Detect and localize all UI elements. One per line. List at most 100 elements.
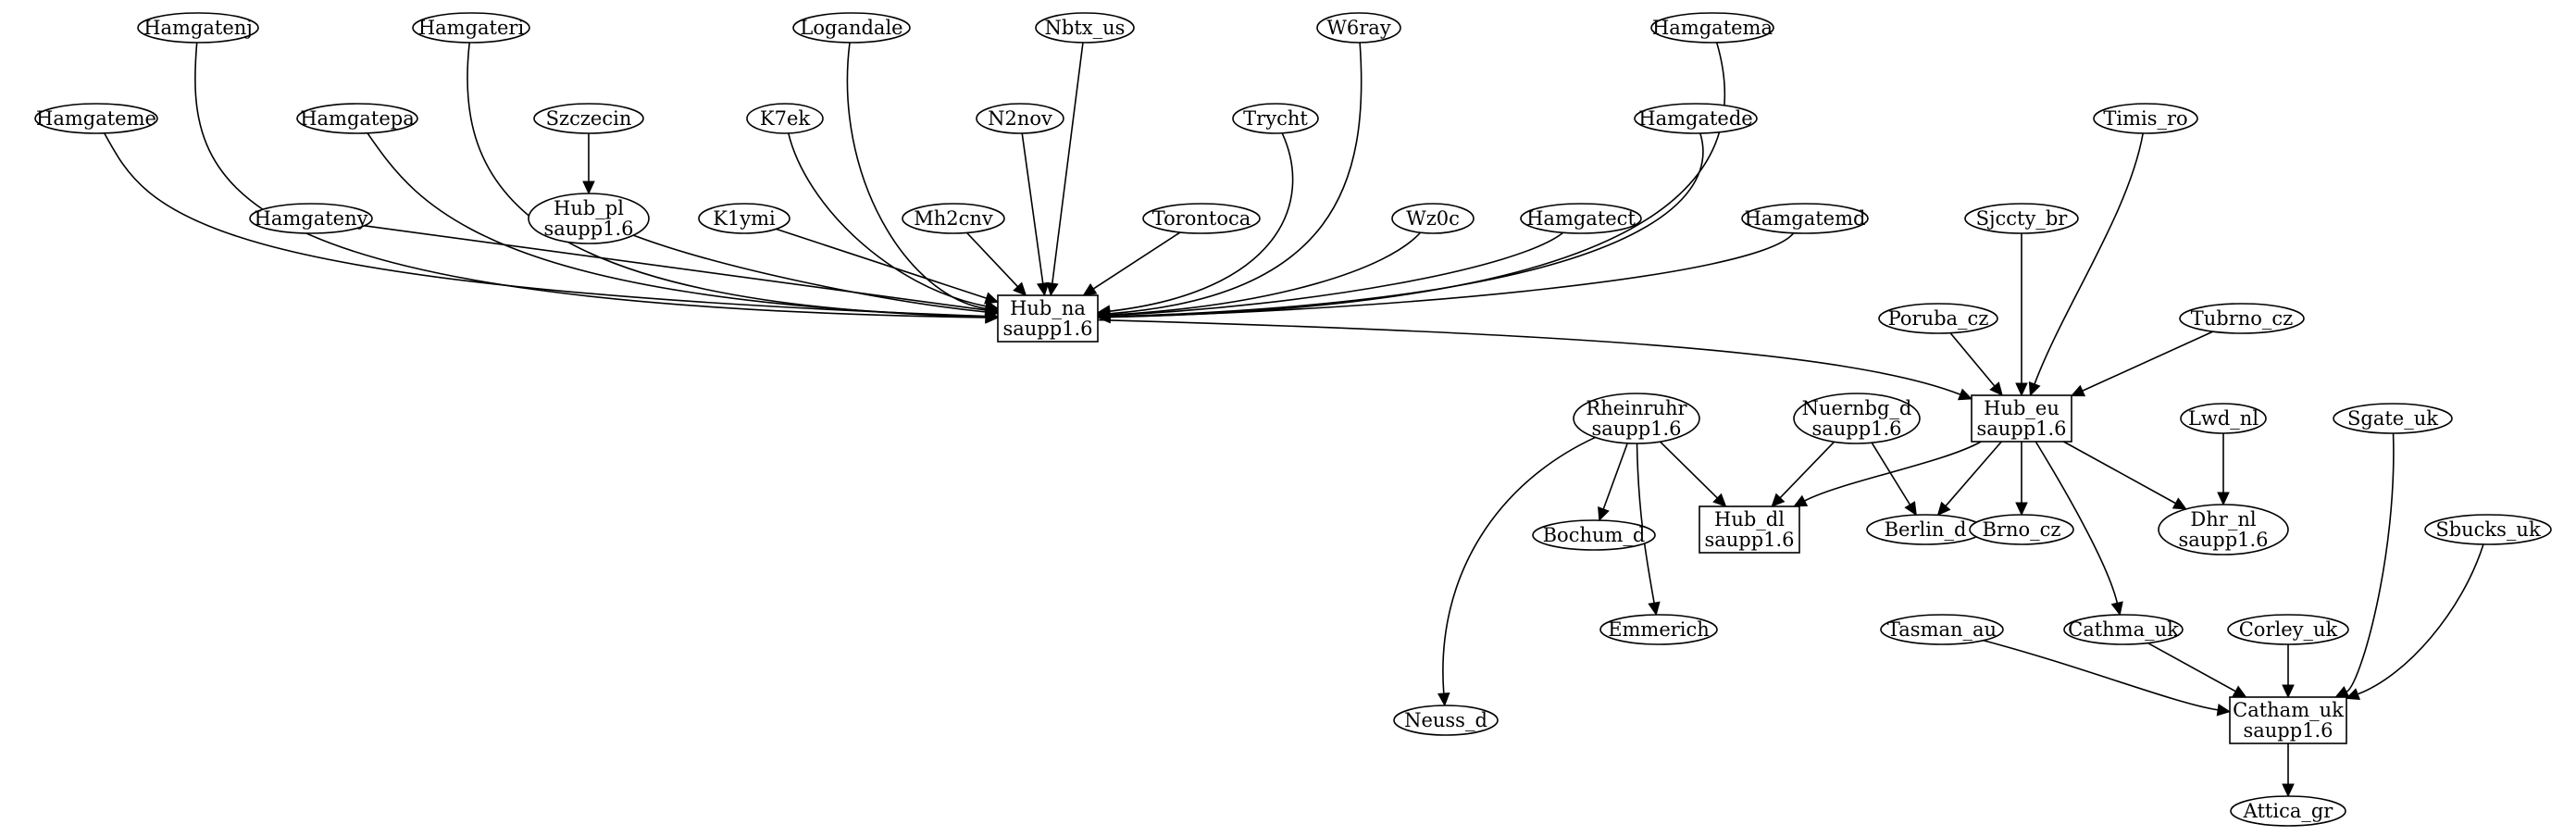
arrowhead-dhr_nl [2172, 497, 2187, 510]
node-sbucks_uk: Sbucks_uk [2424, 514, 2552, 545]
ellipse-shape [1142, 203, 1261, 234]
node-mh2cnv: Mh2cnv [902, 203, 1005, 234]
ellipse-shape [2180, 403, 2267, 434]
edge-hamgatect-to-hub_na [1109, 231, 1564, 317]
ellipse-shape [296, 103, 418, 134]
ellipse-shape [698, 203, 790, 234]
node-label: Hamgatenj [143, 17, 253, 39]
node-label: Sjccty_br [1976, 207, 2069, 230]
ellipse-shape [2227, 614, 2349, 645]
edge-hub_na-to-hub_eu [1097, 318, 1961, 395]
node-label: Bochum_d [1543, 524, 1646, 546]
node-hamgateme: Hamgateme [34, 103, 158, 134]
node-sublabel: saupp1.6 [2178, 529, 2268, 551]
ellipse-shape [2333, 403, 2453, 434]
edge-hamgateny-to-hub_na [364, 225, 987, 311]
ellipse-shape [1634, 103, 1758, 134]
ellipse-shape [1741, 203, 1869, 234]
edge-wz0c-to-hub_na [1109, 231, 1422, 317]
edge-logandale-to-hub_na [846, 42, 987, 310]
edge-layer [104, 42, 2484, 798]
node-hamgatepa: Hamgatepa [296, 103, 418, 134]
ellipse-shape [1599, 614, 1718, 645]
node-tasman_au: Tasman_au [1880, 614, 2004, 645]
arrowhead-hub_pl [582, 181, 595, 195]
node-sublabel: saupp1.6 [1002, 318, 1092, 340]
edge-nuernbg_d-to-berlin_d [1871, 442, 1911, 505]
node-hamgatema: Hamgatema [1650, 12, 1774, 44]
node-brno_cz: Brno_cz [1969, 514, 2074, 545]
arrowhead-dhr_nl [2217, 492, 2230, 506]
node-corley_uk: Corley_uk [2227, 614, 2349, 645]
node-label: Attica_gr [2243, 800, 2334, 822]
node-logandale: Logandale [792, 12, 911, 44]
arrowhead-hub_eu [2070, 384, 2086, 397]
edge-nbtx_us-to-hub_na [1052, 42, 1084, 284]
arrowhead-catham_uk [2232, 685, 2247, 698]
node-sublabel: saupp1.6 [2243, 719, 2333, 742]
edge-w6ray-to-hub_na [1109, 42, 1363, 315]
edge-hamgatede-to-hub_na [1109, 132, 1704, 318]
node-label: Hub_eu [1984, 397, 2060, 419]
ellipse-shape [1232, 103, 1319, 134]
ellipse-shape [528, 193, 650, 244]
edge-sbucks_uk-to-catham_uk [2357, 543, 2484, 695]
node-berlin_d: Berlin_d [1866, 514, 1985, 545]
arrowhead-hub_na [1036, 281, 1050, 297]
edge-hamgatemd-to-hub_na [1109, 232, 1795, 318]
node-tubrno_cz: Tubrno_cz [2179, 303, 2305, 334]
edge-hub_eu-to-dhr_nl [2063, 441, 2176, 505]
node-trycht: Trycht [1232, 103, 1319, 134]
arrowhead-neuss_d [1437, 693, 1450, 707]
arrowhead-hub_eu [2028, 381, 2041, 397]
node-label: Poruba_cz [1888, 307, 1989, 330]
box-shape [2229, 696, 2347, 744]
edge-k1ymi-to-hub_na [776, 228, 987, 299]
edge-hamgatenj-to-hub_na [194, 42, 987, 318]
edge-torontoca-to-hub_na [1092, 231, 1181, 290]
arrowhead-hub_na [1013, 281, 1027, 296]
edge-rheinruhr-to-hub_dl [1659, 441, 1718, 499]
node-szczecin: Szczecin [533, 103, 644, 134]
ellipse-shape [1393, 705, 1499, 736]
node-sublabel: saupp1.6 [1811, 418, 1901, 440]
node-wz0c: Wz0c [1391, 203, 1475, 234]
edge-hub_eu-to-hub_dl [1804, 441, 1982, 502]
node-sublabel: saupp1.6 [543, 218, 633, 240]
ellipse-shape [34, 103, 158, 134]
ellipse-shape [533, 103, 644, 134]
edge-hamgatema-to-hub_na [1109, 42, 1726, 318]
arrowhead-berlin_d [1904, 501, 1917, 517]
node-label: Lwd_nl [2188, 407, 2259, 430]
ellipse-shape [412, 12, 530, 44]
edge-trycht-to-hub_na [1109, 132, 1294, 312]
ellipse-shape [1964, 203, 2079, 234]
arrowhead-bochum_d [1598, 506, 1610, 522]
node-label: Berlin_d [1885, 518, 1967, 541]
node-label: Dhr_nl [2190, 508, 2256, 530]
ellipse-shape [2063, 614, 2184, 645]
node-attica_gr: Attica_gr [2230, 795, 2346, 827]
node-torontoca: Torontoca [1142, 203, 1261, 234]
ellipse-shape [792, 12, 911, 44]
node-label: W6ray [1326, 17, 1391, 39]
edge-hub_eu-to-cathma_uk [2035, 441, 2119, 604]
node-label: Hub_dl [1714, 508, 1785, 530]
node-emmerich: Emmerich [1599, 614, 1718, 645]
node-label: Hamgateri [418, 17, 525, 39]
node-sublabel: saupp1.6 [1704, 529, 1794, 551]
ellipse-shape [1520, 203, 1642, 234]
node-hamgateny: Hamgateny [249, 203, 373, 234]
node-n2nov: N2nov [976, 103, 1064, 134]
node-label: Sbucks_uk [2435, 518, 2541, 541]
edge-cathma_uk-to-catham_uk [2147, 642, 2236, 693]
arrowhead-hub_eu [1989, 381, 2003, 396]
ellipse-shape [2158, 504, 2289, 555]
